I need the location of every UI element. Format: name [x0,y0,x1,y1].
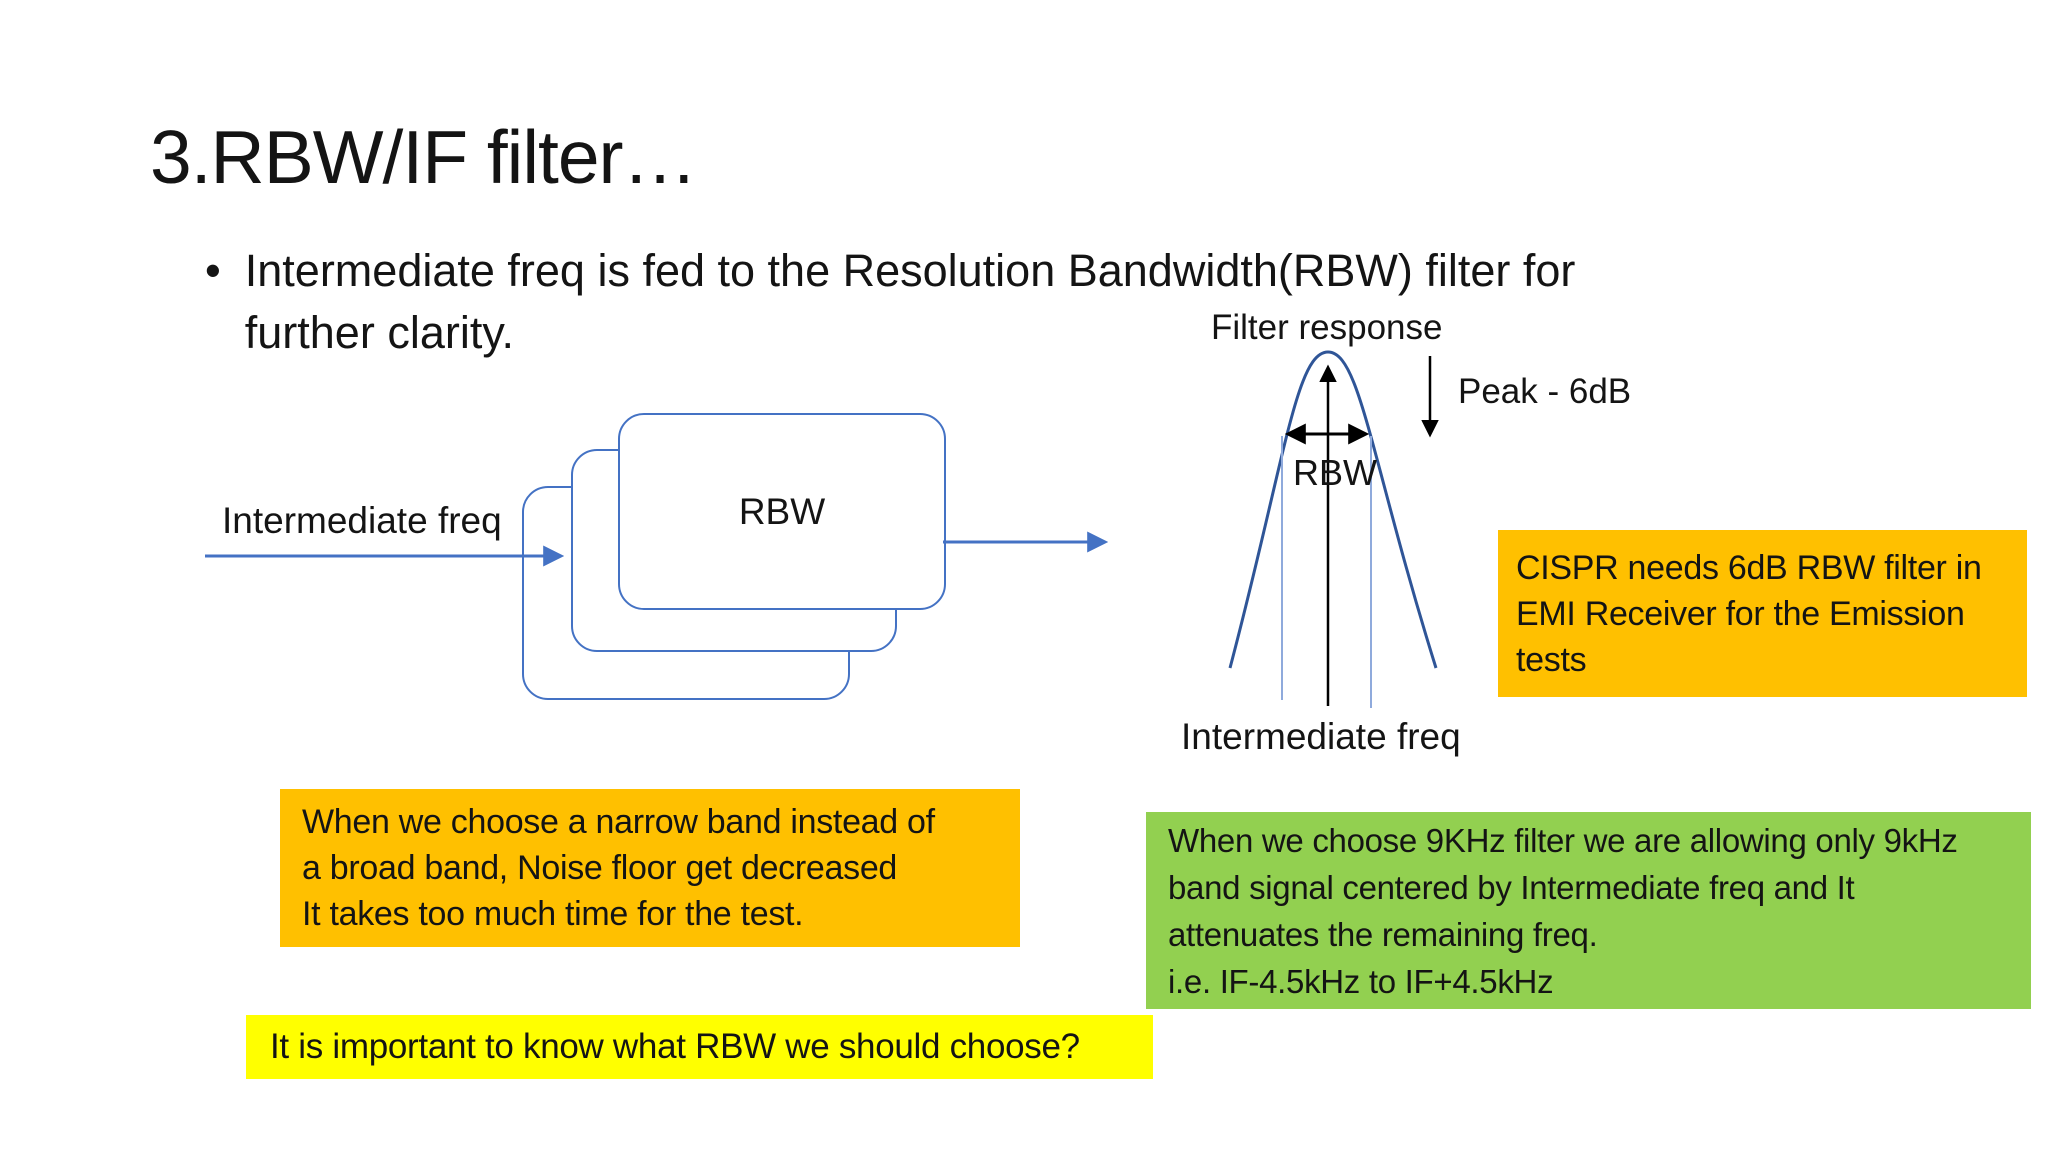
callout-rbw-question: It is important to know what RBW we shou… [246,1015,1153,1079]
input-frequency-label: Intermediate freq [222,500,502,541]
callout-9khz-filter: When we choose 9KHz filter we are allowi… [1146,812,2031,1009]
bullet-marker-icon: • [205,245,221,296]
callout-narrow-band: When we choose a narrow band instead of … [280,789,1020,947]
callout-cispr: CISPR needs 6dB RBW filter in EMI Receiv… [1498,530,2027,697]
slide-title: 3.RBW/IF filter… [150,115,698,199]
rbw-filter-card-front: RBW [618,413,946,610]
rbw-width-label: RBW [1293,452,1377,493]
bullet-text: Intermediate freq is fed to the Resoluti… [244,245,1576,358]
filter-response-curve [1228,350,1438,669]
intermediate-freq-axis-label: Intermediate freq [1181,716,1461,757]
filter-response-title: Filter response [1211,308,1443,347]
rbw-block-label: RBW [738,490,826,532]
peak-minus6db-label: Peak - 6dB [1458,372,1632,411]
bullet-item: • Intermediate freq is fed to the Resolu… [205,240,1575,364]
